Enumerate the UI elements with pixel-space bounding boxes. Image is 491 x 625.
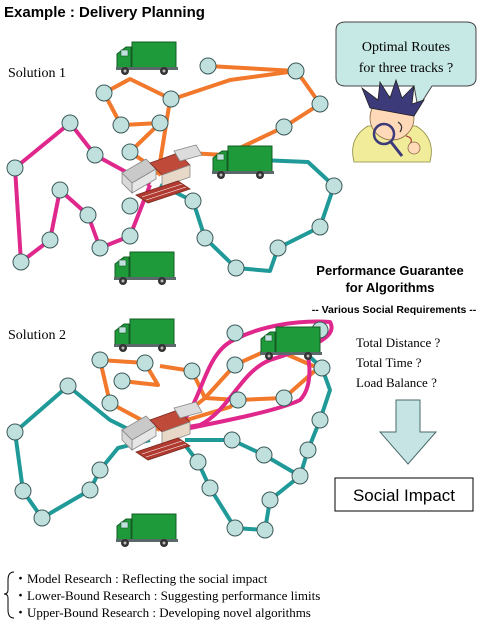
customer-node (136, 354, 154, 372)
truck-icon (113, 251, 177, 286)
solution2-pink-route-1 (168, 319, 334, 432)
solution2-nodes (6, 321, 331, 539)
customer-node (14, 482, 32, 500)
customer-node (311, 411, 329, 429)
customer-node (121, 143, 139, 161)
customer-node (223, 431, 241, 449)
truck-icon (115, 41, 179, 76)
research-upper-bound: ・Upper-Bound Research : Developing novel… (14, 605, 311, 620)
question-total-distance: Total Distance ? (356, 335, 441, 350)
truck-icon (211, 145, 275, 180)
down-arrow-icon (378, 399, 438, 465)
solution1-orange-route (156, 69, 322, 177)
customer-node (227, 259, 245, 277)
social-impact-box (334, 477, 474, 512)
social-impact-label: Social Impact (353, 486, 455, 505)
question-load-balance: Load Balance ? (356, 375, 437, 390)
customer-node (79, 206, 97, 224)
customer-node (226, 519, 244, 537)
customer-node (189, 453, 207, 471)
research-lower-bound: ・Lower-Bound Research : Suggesting perfo… (14, 588, 320, 603)
customer-node (51, 181, 69, 199)
customer-node (41, 231, 59, 249)
customer-node (287, 62, 305, 80)
customer-node (256, 521, 274, 539)
customer-node (113, 372, 131, 390)
question-total-time: Total Time ? (356, 355, 422, 370)
customer-node (255, 446, 273, 464)
customer-node (291, 467, 309, 485)
customer-node (151, 114, 169, 132)
customer-node (91, 461, 109, 479)
customer-node (313, 359, 331, 377)
customer-node (261, 491, 279, 509)
solution1-orange-route-branch (207, 64, 297, 73)
research-model: ・Model Research : Reflecting the social … (14, 571, 268, 586)
solution2-teal-route-1 (13, 384, 151, 520)
solution1-nodes (6, 57, 343, 277)
customer-node (199, 57, 217, 75)
customer-node (12, 253, 30, 271)
customer-node (121, 227, 139, 245)
customer-node (184, 192, 202, 210)
customer-node (6, 423, 24, 441)
customer-node (91, 351, 109, 369)
customer-node (101, 394, 119, 412)
customer-node (311, 95, 329, 113)
research-brace (3, 571, 15, 619)
bubble-line-2: for three tracks ? (359, 61, 453, 76)
customer-node (269, 239, 287, 257)
page-title: Example : Delivery Planning (4, 4, 205, 21)
guarantee-subtitle: -- Various Social Requirements -- (312, 304, 477, 316)
customer-node (196, 229, 214, 247)
customer-node (226, 356, 244, 374)
truck-icon (113, 318, 177, 353)
customer-node (6, 159, 24, 177)
customer-node (226, 324, 244, 342)
customer-node (95, 84, 113, 102)
customer-node (325, 177, 343, 195)
customer-node (162, 90, 180, 108)
bubble-line-1: Optimal Routes (362, 40, 450, 55)
customer-node (61, 114, 79, 132)
customer-node (275, 389, 293, 407)
customer-node (112, 116, 130, 134)
guarantee-line-1: Performance Guarantee (316, 263, 463, 278)
customer-node (201, 479, 219, 497)
truck-icon (115, 513, 179, 548)
customer-node (183, 362, 201, 380)
customer-node (275, 118, 293, 136)
customer-node (121, 197, 139, 215)
customer-node (81, 481, 99, 499)
customer-node (229, 391, 247, 409)
customer-node (33, 509, 51, 527)
speech-bubble: Optimal Routes for three tracks ? (335, 21, 477, 110)
solution2-label: Solution 2 (8, 328, 66, 343)
customer-node (59, 377, 77, 395)
solution2-orange-route-1 (98, 358, 161, 432)
customer-node (91, 239, 109, 257)
thinking-person-icon (352, 78, 432, 163)
customer-node (299, 441, 317, 459)
guarantee-line-2: for Algorithms (345, 280, 434, 295)
solution2-orange-route-2 (159, 346, 320, 432)
customer-node (86, 146, 104, 164)
customer-node (311, 218, 329, 236)
solution1-label: Solution 1 (8, 66, 66, 81)
